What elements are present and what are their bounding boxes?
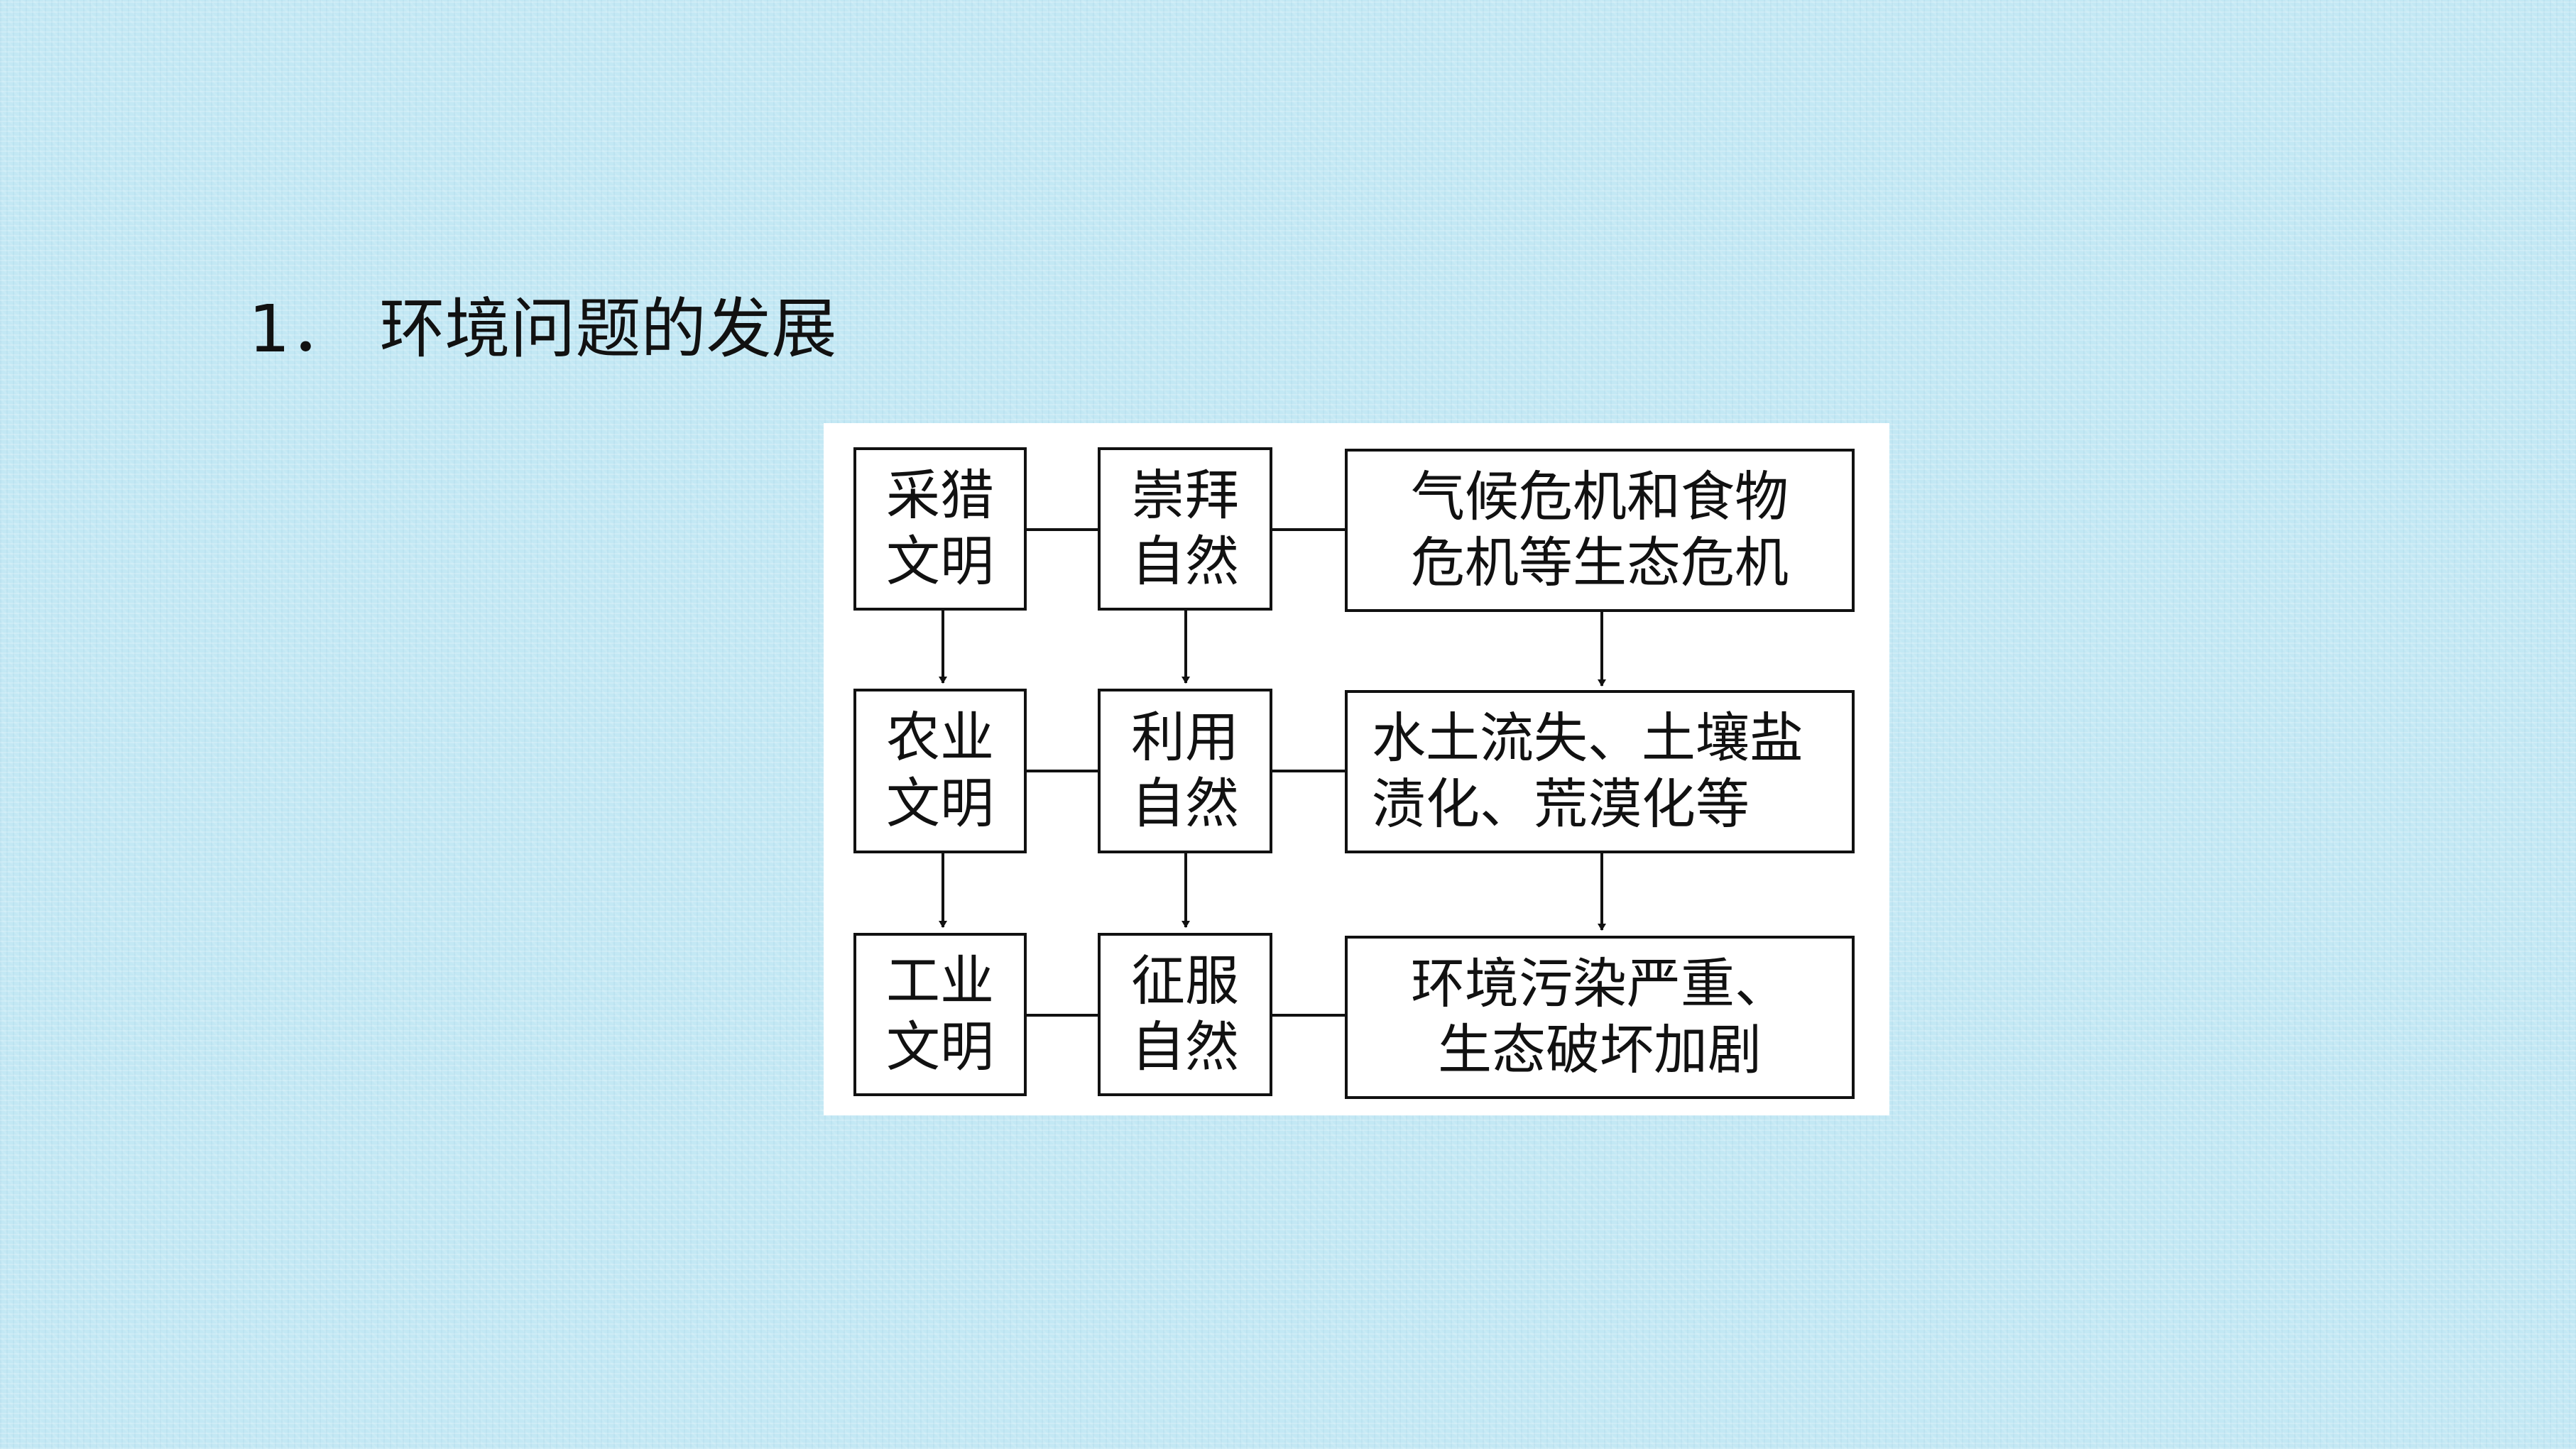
page-title: 1．环境问题的发展	[249, 297, 837, 362]
node-attitude-worship: 崇拜 自然	[1098, 447, 1272, 611]
node-problem-ecological-crisis: 气候危机和食物 危机等生态危机	[1345, 449, 1855, 612]
node-attitude-conquer: 征服 自然	[1098, 933, 1272, 1096]
node-civilization-hunting: 采猎 文明	[853, 447, 1027, 611]
node-civilization-industrial: 工业 文明	[853, 933, 1027, 1096]
node-civilization-agricultural: 农业 文明	[853, 689, 1027, 853]
title-text: 环境问题的发展	[379, 291, 837, 367]
node-problem-pollution: 环境污染严重、 生态破坏加剧	[1345, 936, 1855, 1099]
title-number: 1．	[249, 291, 356, 367]
node-problem-soil-erosion: 水土流失、土壤盐 渍化、荒漠化等	[1345, 690, 1855, 853]
node-attitude-utilize: 利用 自然	[1098, 689, 1272, 853]
diagram-connectors	[939, 528, 1606, 1017]
flow-diagram: 采猎 文明 崇拜 自然 气候危机和食物 危机等生态危机 农业 文明 利用 自然 …	[824, 423, 1889, 1115]
